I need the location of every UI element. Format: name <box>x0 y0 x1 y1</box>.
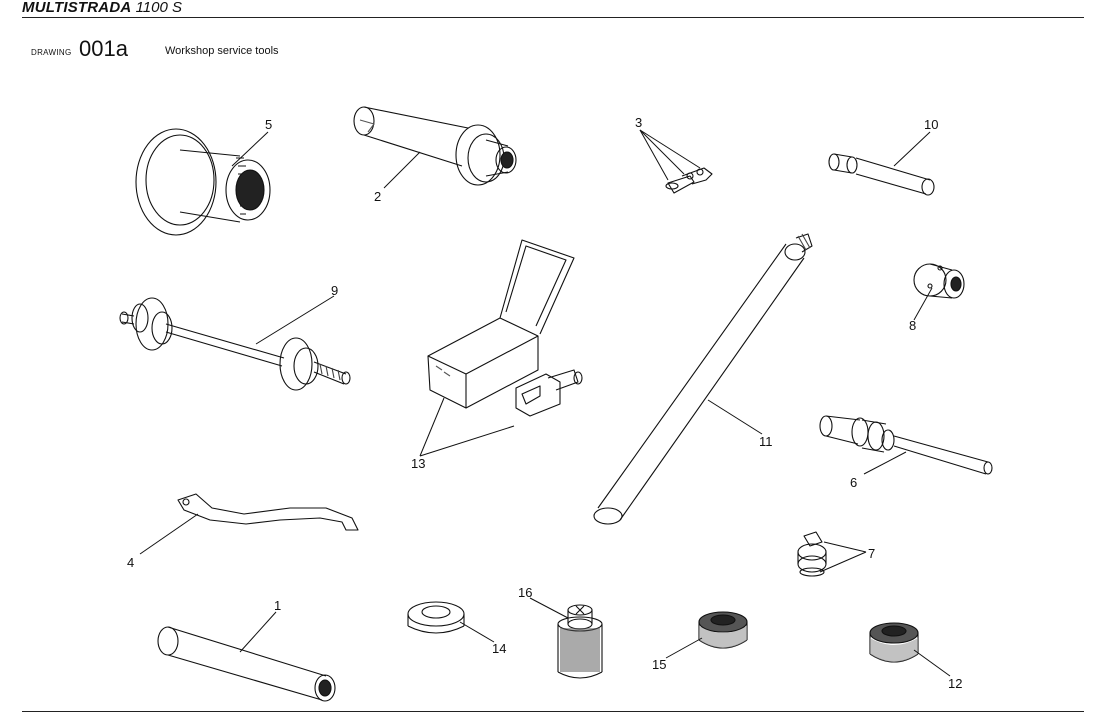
part-16-knurled-driver <box>557 604 603 679</box>
callout-7: 7 <box>868 546 875 561</box>
leader-2 <box>383 151 421 189</box>
callout-13: 13 <box>411 456 425 471</box>
callout-6: 6 <box>850 475 857 490</box>
callout-4: 4 <box>127 555 134 570</box>
part-8-collar <box>913 263 965 299</box>
part-1-tube <box>157 626 336 702</box>
part-4-hook-wrench <box>177 493 359 531</box>
leader-6 <box>863 451 907 475</box>
leader-4 <box>139 513 199 555</box>
footer-rule <box>22 711 1084 712</box>
model-name: MULTISTRADA 1100 S <box>22 0 182 16</box>
part-14-ring <box>407 601 465 634</box>
part-3-link-pieces <box>665 167 713 194</box>
part-10-pin <box>828 153 935 196</box>
part-11-long-bar <box>593 233 813 525</box>
drawing-number: 001a <box>79 36 128 61</box>
leader-8 <box>913 287 933 321</box>
drawing-tag: DRAWING <box>31 48 72 57</box>
leader-1 <box>239 611 277 653</box>
callout-2: 2 <box>374 189 381 204</box>
leader-9 <box>255 295 335 345</box>
leader-7b <box>819 551 867 573</box>
drawing-title: Workshop service tools <box>165 45 279 57</box>
part-6-shaft-fitting <box>819 415 993 475</box>
callout-10: 10 <box>924 117 938 132</box>
model-name-bold: MULTISTRADA <box>22 0 132 16</box>
part-2-tube-tool <box>353 106 517 186</box>
leader-11 <box>707 399 763 435</box>
callout-14: 14 <box>492 641 506 656</box>
model-name-variant: 1100 S <box>135 0 183 16</box>
callout-11: 11 <box>759 434 773 449</box>
leader-12 <box>913 649 951 677</box>
header-rule <box>22 17 1084 18</box>
callout-15: 15 <box>652 657 666 672</box>
part-9-puller-rod <box>119 297 351 391</box>
leader-10 <box>893 131 931 167</box>
leader-13a <box>419 397 445 457</box>
leader-16 <box>529 597 569 619</box>
part-15-dark-ring <box>698 611 748 649</box>
leader-15 <box>665 637 703 659</box>
callout-3: 3 <box>635 115 642 130</box>
leader-3b <box>639 129 685 175</box>
part-7-fitting <box>797 531 827 577</box>
part-13-case-and-fixture <box>427 239 583 417</box>
callout-1: 1 <box>274 598 281 613</box>
callout-16: 16 <box>518 585 532 600</box>
part-12-dark-ring <box>869 622 919 663</box>
leader-3a <box>639 129 669 181</box>
leader-14 <box>459 621 495 643</box>
callout-labels: 5 2 3 10 9 8 13 11 6 4 7 1 16 14 15 12 <box>127 115 962 691</box>
leader-7a <box>823 541 867 553</box>
callout-9: 9 <box>331 283 338 298</box>
callout-5: 5 <box>265 117 272 132</box>
part-5-flange-tool <box>135 128 271 236</box>
page-header: MULTISTRADA 1100 S <box>0 0 1110 18</box>
leader-13b <box>419 425 515 457</box>
callout-8: 8 <box>909 318 916 333</box>
leader-5 <box>231 131 269 167</box>
leader-3c <box>639 129 701 169</box>
leader-lines <box>139 129 951 677</box>
callout-12: 12 <box>948 676 962 691</box>
